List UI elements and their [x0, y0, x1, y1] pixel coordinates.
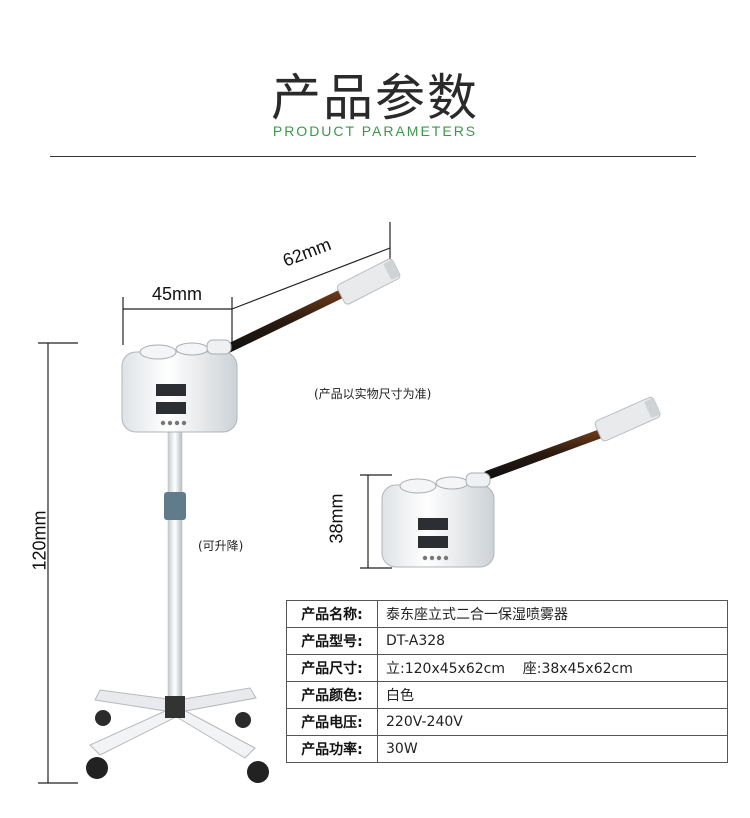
param-key: 产品功率: [286, 735, 378, 763]
param-value: 泰东座立式二合一保湿喷雾器 [377, 600, 728, 628]
table-row: 产品名称: 泰东座立式二合一保湿喷雾器 [286, 600, 728, 628]
param-value: 白色 [377, 681, 728, 709]
param-value: 220V-240V [377, 708, 728, 736]
standing-steamer [86, 258, 401, 783]
arm-dimension [231, 222, 391, 310]
param-key: 产品型号: [286, 627, 378, 655]
param-value: 30W [377, 735, 728, 763]
param-value: DT-A328 [377, 627, 728, 655]
table-row: 产品尺寸: 立:120x45x62cm 座:38x45x62cm [286, 654, 728, 682]
height-label: 120mm [29, 510, 50, 571]
table-row: 产品电压: 220V-240V [286, 708, 728, 736]
adjustable-note: (可升降) [198, 539, 244, 553]
size-disclaimer: (产品以实物尺寸为准) [314, 387, 432, 401]
table-row: 产品型号: DT-A328 [286, 627, 728, 655]
table-row: 产品颜色: 白色 [286, 681, 728, 709]
divider [50, 156, 696, 157]
param-key: 产品颜色: [286, 681, 378, 709]
param-key: 产品名称: [286, 600, 378, 628]
param-key: 产品尺寸: [286, 654, 378, 682]
param-key: 产品电压: [286, 708, 378, 736]
width-label: 45mm [152, 284, 203, 304]
param-value: 立:120x45x62cm 座:38x45x62cm [377, 654, 728, 682]
base-height-dimension [360, 474, 392, 569]
parameter-table: 产品名称: 泰东座立式二合一保湿喷雾器 产品型号: DT-A328 产品尺寸: … [286, 600, 728, 763]
height-dimension [38, 342, 78, 784]
width-dimension [122, 297, 233, 345]
page-subtitle: PRODUCT PARAMETERS [272, 123, 478, 139]
base-height-label: 38mm [326, 493, 347, 544]
desktop-steamer [381, 396, 661, 568]
table-row: 产品功率: 30W [286, 735, 728, 763]
page-title: 产品参数 [271, 69, 479, 127]
